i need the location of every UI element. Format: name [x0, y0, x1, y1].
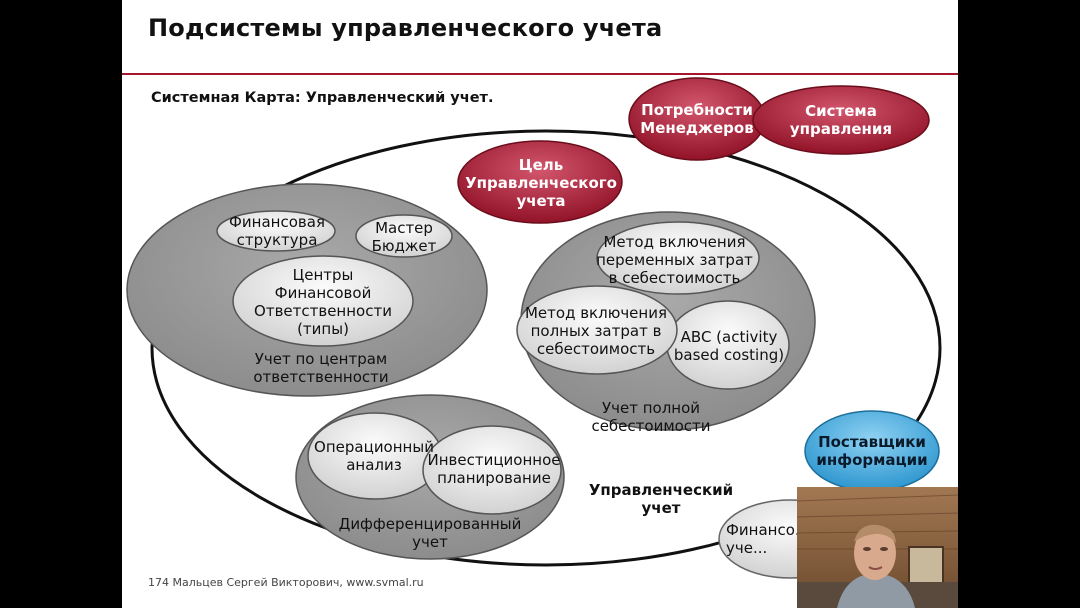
master-budget-label: Мастер Бюджет	[371, 219, 437, 255]
goal-label: Цель Управленческого учета	[465, 156, 617, 210]
responsibility-centers-ellipse	[232, 255, 414, 347]
absorption-costing-label: Метод включения полных затрат в себестои…	[524, 304, 667, 358]
full-cost-group-label: Учет полной себестоимости	[591, 399, 711, 435]
absorption-costing-ellipse	[516, 285, 678, 375]
slide-title: Подсистемы управленческого учета	[148, 14, 663, 42]
responsibility-centers-label: Центры Финансовой Ответственности (типы)	[254, 266, 392, 338]
variable-costing-ellipse	[596, 221, 760, 295]
suppliers-label: Поставщики информации	[816, 433, 928, 469]
presenter-video	[797, 487, 958, 608]
financial-structure-label: Финансовая структура	[229, 213, 325, 249]
variable-costing-label: Метод включения переменных затрат в себе…	[596, 233, 753, 287]
slide: Подсистемы управленческого учета Системн…	[122, 0, 958, 608]
financial-structure-ellipse	[216, 210, 336, 252]
title-divider	[122, 73, 958, 75]
control-system-ellipse	[752, 85, 930, 155]
financial-partial-label: Финансо... уче...	[726, 521, 810, 557]
responsibility-group-label: Учет по центрам ответственности	[253, 350, 389, 386]
investment-planning-label: Инвестиционное планирование	[427, 451, 561, 487]
control-system-label: Система управления	[789, 102, 893, 138]
abc-label: ABC (activity based costing)	[673, 328, 785, 364]
investment-planning-ellipse	[422, 425, 562, 515]
needs-label: Потребности Менеджеров	[640, 101, 754, 137]
differentiated-group-label: Дифференцированный учет	[338, 515, 522, 551]
goal-ellipse	[457, 140, 623, 224]
slide-footer: 174 Мальцев Сергей Викторович, www.svmal…	[148, 576, 424, 589]
operational-analysis-label: Операционный анализ	[314, 438, 434, 474]
diagram-canvas	[126, 77, 942, 579]
managerial-accounting-label: Управленческий учет	[588, 481, 734, 517]
master-budget-ellipse	[355, 214, 453, 258]
slide-subtitle: Системная Карта: Управленческий учет.	[151, 90, 494, 106]
presenter-video-frame	[797, 487, 958, 608]
